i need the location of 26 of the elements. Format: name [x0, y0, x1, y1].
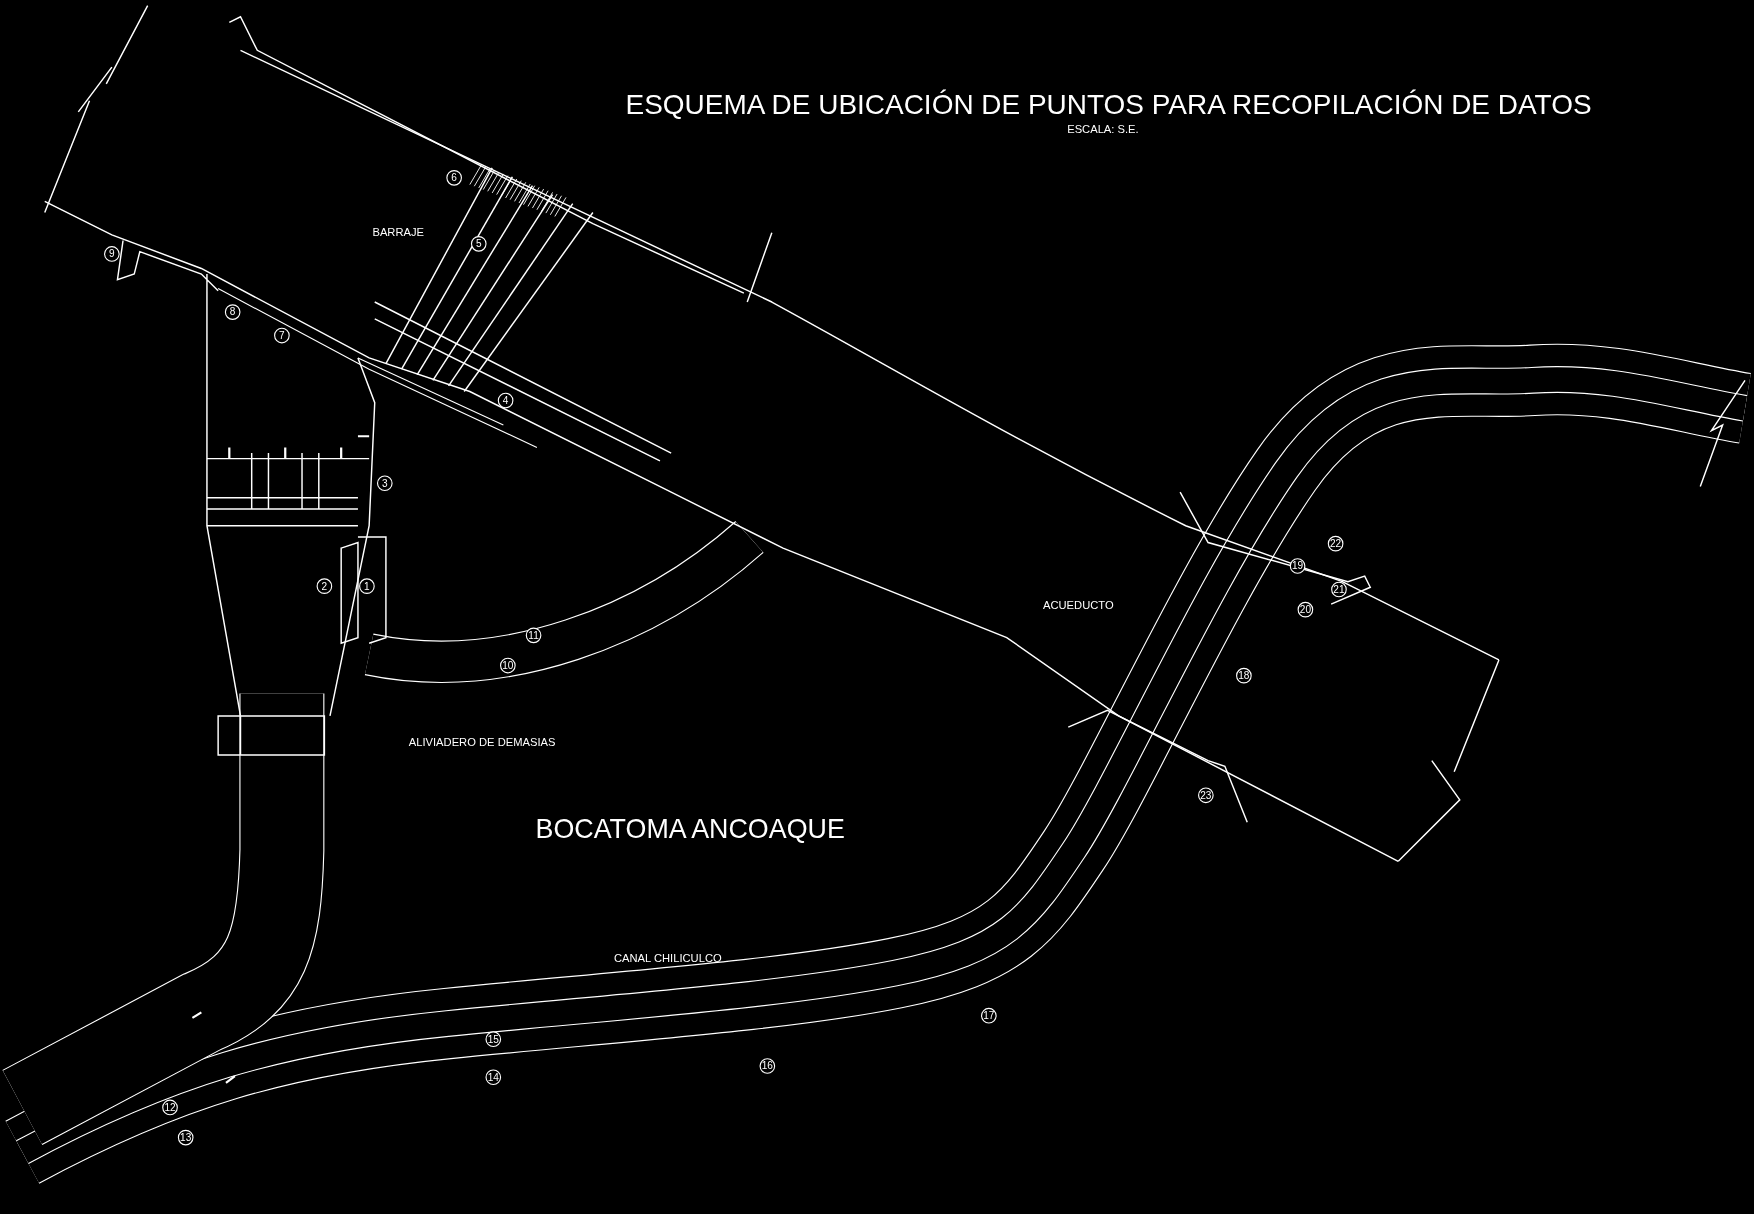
- callout-number: 22: [1327, 535, 1344, 552]
- callout-number: 9: [104, 246, 120, 262]
- area-label: ACUEDUCTO: [1043, 599, 1114, 611]
- callout-number: 14: [485, 1069, 502, 1086]
- callout-number: 3: [376, 475, 393, 492]
- callout-number: 6: [446, 170, 462, 186]
- callout-number: 2: [316, 578, 333, 594]
- callout-number: 13: [177, 1129, 194, 1146]
- callout-number: 18: [1236, 667, 1252, 684]
- scale-note: ESCALA: S.E.: [1067, 124, 1139, 136]
- area-label: ALIVIADERO DE DEMASIAS: [408, 737, 556, 749]
- area-label: BOCATOMA ANCOAQUE: [535, 815, 845, 843]
- callout-number: 5: [470, 236, 487, 252]
- callout-number: 21: [1331, 581, 1347, 598]
- callout-number: 8: [224, 304, 241, 320]
- area-label: CANAL CHILICULCO: [613, 953, 722, 965]
- area-label: BARRAJE: [372, 227, 424, 239]
- callout-number: 4: [497, 392, 514, 409]
- callout-number: 20: [1297, 601, 1314, 618]
- callout-number: 17: [981, 1007, 997, 1024]
- callout-number: 19: [1289, 558, 1306, 574]
- callout-number: 16: [759, 1058, 776, 1074]
- callout-number: 7: [274, 327, 290, 344]
- drawing-title: ESQUEMA DE UBICACIÓN DE PUNTOS PARA RECOPILACIÓN DE DATOS: [625, 90, 1592, 118]
- callout-number: 23: [1198, 787, 1214, 804]
- callout-number: 1: [359, 578, 375, 594]
